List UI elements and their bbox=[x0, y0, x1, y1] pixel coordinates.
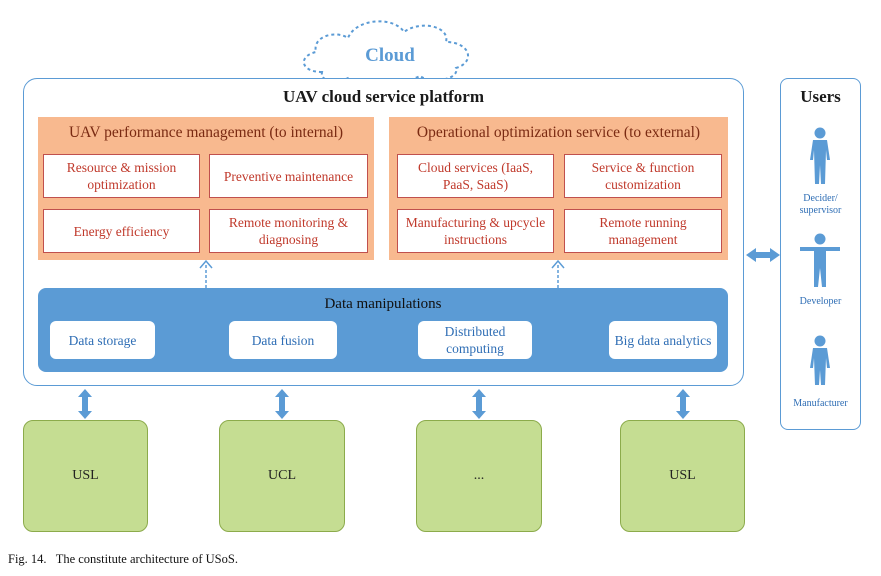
data-manipulation-title: Data manipulations bbox=[324, 295, 442, 312]
big-data-analytics-box: Big data analytics bbox=[609, 321, 717, 359]
double-arrow-node-4 bbox=[676, 389, 690, 419]
external-item-remote-running: Remote running management bbox=[564, 209, 722, 253]
user-label-developer: Developer bbox=[799, 296, 842, 307]
double-arrow-node-3 bbox=[472, 389, 486, 419]
figure-caption: Fig. 14. The constitute architecture of … bbox=[8, 552, 238, 566]
internal-item-preventive: Preventive maintenance bbox=[209, 154, 368, 198]
external-panel-title: Operational optimization service (to ext… bbox=[416, 124, 701, 141]
external-item-manufacturing: Manufacturing & upcycle instructions bbox=[397, 209, 554, 253]
person-icon-developer bbox=[800, 233, 840, 287]
node-ellipsis: ... bbox=[416, 420, 542, 532]
node-ucl: UCL bbox=[219, 420, 345, 532]
node-usl-1: USL bbox=[23, 420, 148, 532]
node-usl-2: USL bbox=[620, 420, 745, 532]
double-arrow-users bbox=[746, 248, 780, 262]
external-item-cloud-services: Cloud services (IaaS, PaaS, SaaS) bbox=[397, 154, 554, 198]
internal-panel-title: UAV performance management (to internal) bbox=[68, 124, 344, 141]
dashed-arrowhead-external bbox=[551, 259, 565, 269]
person-icon-manufacturer bbox=[810, 335, 830, 385]
dashed-arrowhead-internal bbox=[199, 259, 213, 269]
platform-title: UAV cloud service platform bbox=[283, 87, 484, 106]
data-fusion-box: Data fusion bbox=[229, 321, 337, 359]
internal-item-energy: Energy efficiency bbox=[43, 209, 200, 253]
user-label-manufacturer: Manufacturer bbox=[793, 398, 848, 409]
cloud-label: Cloud bbox=[365, 45, 415, 66]
user-label-decider: Decider/ supervisor bbox=[799, 193, 842, 216]
users-panel bbox=[780, 78, 861, 430]
data-storage-box: Data storage bbox=[50, 321, 155, 359]
person-icon-decider bbox=[810, 127, 830, 184]
distributed-computing-box: Distributed computing bbox=[418, 321, 532, 359]
double-arrow-node-2 bbox=[275, 389, 289, 419]
external-item-customization: Service & function customization bbox=[564, 154, 722, 198]
double-arrow-node-1 bbox=[78, 389, 92, 419]
internal-item-remote-monitoring: Remote monitoring & diagnosing bbox=[209, 209, 368, 253]
internal-item-resource: Resource & mission optimization bbox=[43, 154, 200, 198]
users-title: Users bbox=[800, 87, 841, 106]
